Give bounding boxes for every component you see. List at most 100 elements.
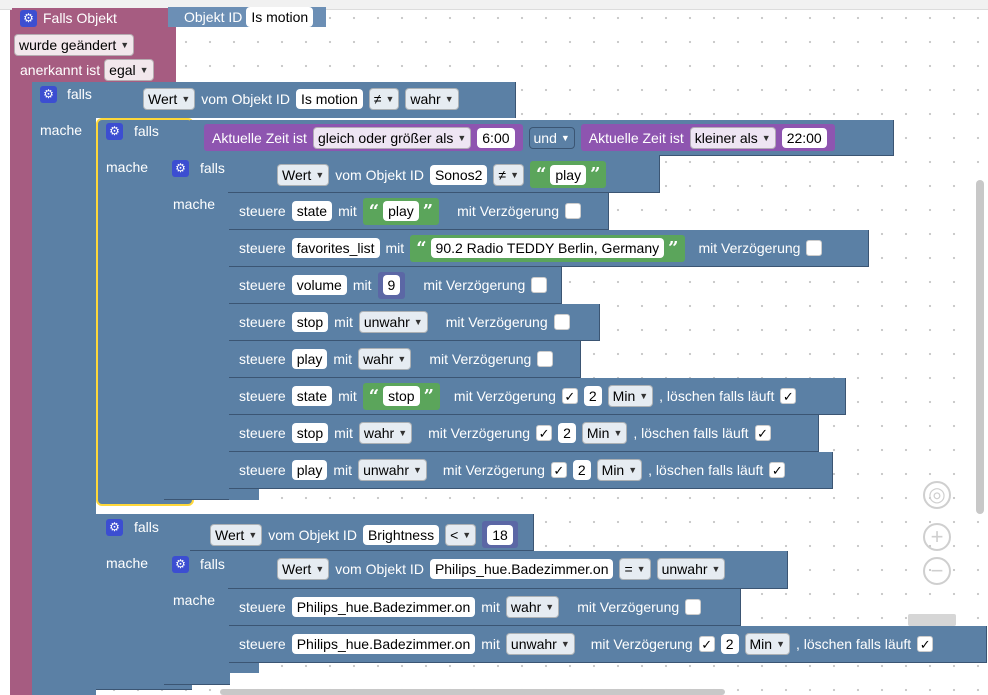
gear-icon[interactable]: ⚙: [20, 9, 37, 27]
action-row[interactable]: steuere play mit unwahr▼ mit Verzögerung…: [229, 452, 833, 489]
action-value-field[interactable]: 90.2 Radio TEDDY Berlin, Germany: [430, 238, 665, 258]
number-block[interactable]: 18: [482, 521, 518, 548]
action-value-field[interactable]: play: [383, 201, 419, 221]
action-target-field[interactable]: Philips_hue.Badezimmer.on: [291, 634, 476, 654]
bool-dropdown[interactable]: unwahr▼: [358, 459, 427, 481]
time-op1-dropdown[interactable]: gleich oder größer als▼: [312, 126, 472, 149]
action-target-field[interactable]: play: [291, 349, 328, 369]
delay-checkbox[interactable]: ✓: [698, 636, 715, 652]
delay-value-field[interactable]: 2: [720, 634, 739, 654]
string-block[interactable]: “play”: [530, 161, 607, 188]
delay-unit-dropdown[interactable]: Min▼: [744, 633, 790, 655]
action-target-field[interactable]: state: [291, 201, 333, 221]
delay-unit-dropdown[interactable]: Min▼: [581, 422, 628, 444]
delay-checkbox[interactable]: [806, 240, 823, 256]
if1-condition[interactable]: Wert▼ vom Objekt ID Is motion ≠▼ wahr▼: [143, 88, 459, 110]
if5-value-dropdown[interactable]: unwahr▼: [656, 558, 726, 580]
delay-checkbox[interactable]: [565, 203, 582, 219]
time-compare-block-1[interactable]: Aktuelle Zeit ist gleich oder größer als…: [204, 124, 523, 151]
if4-value-field[interactable]: 18: [487, 524, 513, 545]
bool-dropdown[interactable]: wahr▼: [505, 596, 560, 618]
if4-condition[interactable]: Wert▼ vom Objekt ID Brightness <▼ 18: [210, 521, 518, 548]
zoom-in-icon[interactable]: +: [923, 523, 951, 551]
action-row[interactable]: steuere state mit “play” mit Verzögerung: [229, 193, 609, 230]
if3-value-field[interactable]: play: [550, 164, 587, 185]
if3-operator-dropdown[interactable]: ≠▼: [493, 163, 525, 186]
vertical-scrollbar[interactable]: [976, 180, 984, 514]
string-block[interactable]: “play”: [362, 197, 440, 225]
gear-icon[interactable]: ⚙: [172, 160, 189, 177]
gear-icon[interactable]: ⚙: [106, 519, 123, 536]
time-compare-block-2[interactable]: Aktuelle Zeit ist kleiner als▼ 22:00: [580, 124, 835, 151]
wert-dropdown[interactable]: Wert▼: [210, 523, 263, 546]
string-block[interactable]: “90.2 Radio TEDDY Berlin, Germany”: [410, 234, 685, 262]
if1-value-dropdown[interactable]: wahr▼: [405, 88, 459, 110]
delay-checkbox[interactable]: [537, 351, 554, 367]
delay-checkbox[interactable]: [685, 599, 702, 615]
if3-condition[interactable]: Wert▼ vom Objekt ID Sonos2 ≠▼ “play”: [277, 161, 607, 188]
und-dropdown[interactable]: und▼: [528, 126, 575, 149]
gear-icon[interactable]: ⚙: [40, 86, 57, 103]
zoom-center-icon[interactable]: ◎: [923, 481, 951, 509]
wert-dropdown[interactable]: Wert▼: [143, 88, 196, 110]
if2-condition[interactable]: Aktuelle Zeit ist gleich oder größer als…: [204, 124, 835, 151]
bool-dropdown[interactable]: wahr▼: [358, 348, 412, 370]
delay-checkbox[interactable]: [531, 277, 548, 293]
action-target-field[interactable]: Philips_hue.Badezimmer.on: [291, 597, 476, 617]
action-target-field[interactable]: play: [291, 460, 328, 480]
if-block-sonos[interactable]: [164, 155, 230, 500]
delay-value-field[interactable]: 2: [583, 386, 602, 406]
if4-object-field[interactable]: Brightness: [362, 524, 440, 545]
delay-checkbox[interactable]: [553, 314, 570, 330]
action-target-field[interactable]: state: [291, 386, 333, 406]
gear-icon[interactable]: ⚙: [172, 556, 189, 573]
action-row[interactable]: steuere Philips_hue.Badezimmer.on mit un…: [229, 626, 987, 663]
clear-running-checkbox[interactable]: ✓: [780, 388, 797, 404]
string-block[interactable]: “stop”: [362, 382, 440, 410]
action-target-field[interactable]: volume: [291, 275, 347, 295]
time-op2-dropdown[interactable]: kleiner als▼: [689, 126, 776, 149]
delay-value-field[interactable]: 2: [558, 423, 576, 443]
if4-operator-dropdown[interactable]: <▼: [445, 523, 477, 546]
trigger-block-left-bar[interactable]: [10, 10, 32, 695]
clear-running-checkbox[interactable]: ✓: [917, 636, 934, 652]
bool-dropdown[interactable]: unwahr▼: [358, 311, 428, 333]
if5-condition[interactable]: Wert▼ vom Objekt ID Philips_hue.Badezimm…: [277, 558, 726, 580]
action-row[interactable]: steuere stop mit wahr▼ mit Verzögerung ✓…: [229, 415, 819, 452]
zoom-out-icon[interactable]: −: [923, 557, 951, 585]
objekt-id-block[interactable]: Objekt ID Is motion: [168, 7, 326, 27]
wert-dropdown[interactable]: Wert▼: [277, 558, 330, 580]
if5-operator-dropdown[interactable]: =▼: [619, 558, 651, 580]
delay-checkbox[interactable]: ✓: [536, 425, 553, 441]
action-value-field[interactable]: stop: [383, 386, 420, 406]
delay-value-field[interactable]: 2: [572, 460, 591, 480]
anerkannt-dropdown[interactable]: egal▼: [104, 59, 154, 81]
action-row[interactable]: steuere volume mit 9 mit Verzögerung: [229, 267, 562, 304]
delay-unit-dropdown[interactable]: Min▼: [607, 385, 654, 407]
action-row[interactable]: steuere play mit wahr▼ mit Verzögerung: [229, 341, 581, 378]
action-target-field[interactable]: stop: [291, 312, 329, 332]
action-row[interactable]: steuere favorites_list mit “90.2 Radio T…: [229, 230, 869, 267]
clear-running-checkbox[interactable]: ✓: [754, 425, 771, 441]
action-row[interactable]: steuere state mit “stop” mit Verzögerung…: [229, 378, 846, 415]
action-target-field[interactable]: stop: [291, 423, 329, 443]
if1-object-field[interactable]: Is motion: [295, 89, 363, 109]
trash-icon[interactable]: [908, 614, 956, 626]
number-block[interactable]: 9: [377, 271, 406, 299]
delay-unit-dropdown[interactable]: Min▼: [596, 459, 643, 481]
action-value-field[interactable]: 9: [382, 275, 401, 295]
if3-object-field[interactable]: Sonos2: [429, 164, 488, 185]
action-row[interactable]: steuere stop mit unwahr▼ mit Verzögerung: [229, 304, 600, 341]
delay-checkbox[interactable]: ✓: [550, 462, 567, 478]
bool-dropdown[interactable]: wahr▼: [358, 422, 413, 444]
if5-object-field[interactable]: Philips_hue.Badezimmer.on: [429, 559, 614, 579]
horizontal-scrollbar[interactable]: [220, 689, 725, 695]
if-block-outer-bar[interactable]: [32, 82, 96, 695]
wert-dropdown[interactable]: Wert▼: [277, 163, 330, 186]
action-target-field[interactable]: favorites_list: [291, 238, 380, 258]
gear-icon[interactable]: ⚙: [106, 123, 123, 140]
action-row[interactable]: steuere Philips_hue.Badezimmer.on mit wa…: [229, 589, 741, 626]
time2-field[interactable]: 22:00: [781, 127, 827, 148]
if1-operator-dropdown[interactable]: ≠▼: [368, 88, 400, 110]
